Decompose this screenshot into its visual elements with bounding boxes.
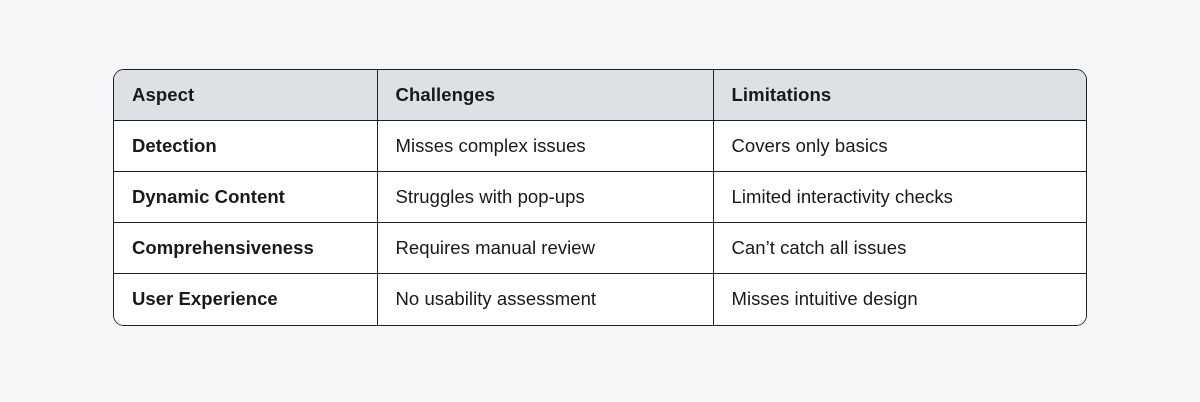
cell-aspect: Dynamic Content: [114, 171, 378, 223]
column-header-aspect: Aspect: [114, 70, 378, 121]
table-row: Comprehensiveness Requires manual review…: [114, 222, 1086, 274]
cell-aspect: User Experience: [114, 273, 378, 325]
column-header-challenges: Challenges: [377, 70, 714, 121]
cell-challenges: Struggles with pop-ups: [377, 171, 714, 223]
cell-limitations: Can’t catch all issues: [713, 222, 1086, 274]
cell-aspect: Comprehensiveness: [114, 222, 378, 274]
cell-aspect: Detection: [114, 120, 378, 172]
cell-limitations: Misses intuitive design: [713, 273, 1086, 325]
cell-limitations: Limited interactivity checks: [713, 171, 1086, 223]
table-header: Aspect Challenges Limitations: [114, 70, 1086, 121]
cell-challenges: No usability assessment: [377, 273, 714, 325]
table-header-row: Aspect Challenges Limitations: [114, 70, 1086, 121]
table-body: Detection Misses complex issues Covers o…: [114, 120, 1086, 325]
table-row: Dynamic Content Struggles with pop-ups L…: [114, 171, 1086, 223]
cell-challenges: Misses complex issues: [377, 120, 714, 172]
column-header-limitations: Limitations: [713, 70, 1086, 121]
table-row: User Experience No usability assessment …: [114, 273, 1086, 325]
cell-limitations: Covers only basics: [713, 120, 1086, 172]
comparison-table: Aspect Challenges Limitations Detection …: [114, 70, 1086, 325]
comparison-table-container: Aspect Challenges Limitations Detection …: [113, 69, 1087, 326]
table-row: Detection Misses complex issues Covers o…: [114, 120, 1086, 172]
cell-challenges: Requires manual review: [377, 222, 714, 274]
